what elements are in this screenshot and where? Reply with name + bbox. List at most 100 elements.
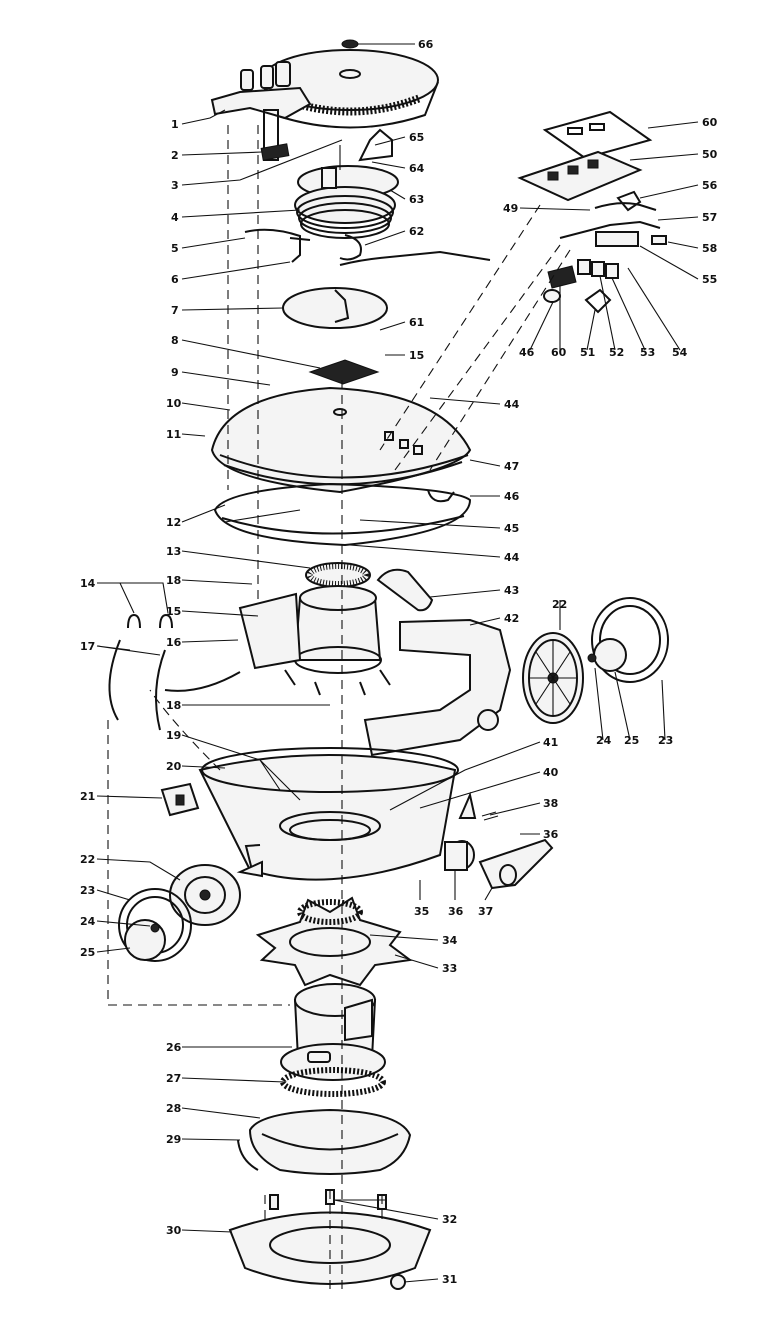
callout-25: 25 bbox=[80, 946, 95, 959]
callout-58: 58 bbox=[702, 242, 717, 255]
callout-11: 11 bbox=[166, 428, 181, 441]
callout-23: 23 bbox=[80, 884, 95, 897]
callout-15b: 15 bbox=[409, 349, 424, 362]
callout-8: 8 bbox=[171, 334, 179, 347]
callout-21: 21 bbox=[80, 790, 95, 803]
callout-3: 3 bbox=[171, 179, 179, 192]
callout-55: 55 bbox=[702, 273, 717, 286]
callout-2: 2 bbox=[171, 149, 179, 162]
callout-24: 24 bbox=[80, 915, 96, 928]
wiring-harness bbox=[559, 190, 667, 247]
callout-1: 1 bbox=[171, 118, 179, 131]
cover-dome bbox=[210, 386, 472, 494]
leader-lines bbox=[96, 43, 699, 1283]
switch-box bbox=[160, 782, 200, 817]
hubcap-right bbox=[587, 597, 669, 683]
latch-handle bbox=[376, 568, 434, 612]
callout-47: 47 bbox=[504, 460, 519, 473]
callout-12: 12 bbox=[166, 516, 181, 529]
callout-54: 54 bbox=[672, 346, 688, 359]
callout-6: 6 bbox=[171, 273, 179, 286]
callout-29: 29 bbox=[166, 1133, 181, 1146]
callout-labels: 66 1 2 3 4 5 6 7 8 9 10 11 12 13 18 15 1… bbox=[80, 38, 718, 1286]
callout-43: 43 bbox=[504, 584, 519, 597]
callout-46: 46 bbox=[519, 346, 535, 359]
callout-61: 61 bbox=[409, 316, 424, 329]
callout-9: 9 bbox=[171, 366, 179, 379]
callout-26: 26 bbox=[166, 1041, 182, 1054]
callout-65: 65 bbox=[409, 131, 424, 144]
cord-reel bbox=[294, 128, 399, 239]
callout-44b: 44 bbox=[504, 551, 520, 564]
callout-40: 40 bbox=[543, 766, 559, 779]
callout-22b: 22 bbox=[552, 598, 567, 611]
callout-62: 62 bbox=[409, 225, 424, 238]
callout-23b: 23 bbox=[658, 734, 673, 747]
switch-group bbox=[543, 259, 619, 314]
callout-5: 5 bbox=[171, 242, 179, 255]
tank-bowl bbox=[198, 747, 459, 881]
callout-36b: 36 bbox=[543, 828, 559, 841]
callout-36: 36 bbox=[448, 905, 464, 918]
callout-10: 10 bbox=[166, 397, 182, 410]
handle-bracket bbox=[210, 61, 312, 161]
callout-41: 41 bbox=[543, 736, 558, 749]
callout-34: 34 bbox=[442, 934, 458, 947]
motor bbox=[280, 983, 386, 1097]
callout-17: 17 bbox=[80, 640, 95, 653]
bumper-strip bbox=[363, 618, 512, 757]
callout-22: 22 bbox=[80, 853, 95, 866]
callout-19: 19 bbox=[166, 729, 181, 742]
callout-49: 49 bbox=[503, 202, 518, 215]
callout-30: 30 bbox=[166, 1224, 182, 1237]
wheel-right bbox=[522, 632, 584, 724]
callout-24b: 24 bbox=[596, 734, 612, 747]
callout-52: 52 bbox=[609, 346, 624, 359]
gasket bbox=[308, 359, 380, 385]
callout-64: 64 bbox=[409, 162, 425, 175]
callout-66: 66 bbox=[418, 38, 434, 51]
cord-lead bbox=[244, 228, 491, 266]
callout-37: 37 bbox=[478, 905, 493, 918]
callout-63: 63 bbox=[409, 193, 424, 206]
callout-60: 60 bbox=[702, 116, 718, 129]
callout-45: 45 bbox=[504, 522, 519, 535]
callout-42: 42 bbox=[504, 612, 519, 625]
motor-gasket bbox=[237, 1108, 412, 1175]
callout-14: 14 bbox=[80, 577, 96, 590]
filter-cage bbox=[238, 585, 391, 696]
callout-53: 53 bbox=[640, 346, 655, 359]
callout-28: 28 bbox=[166, 1102, 181, 1115]
callout-35: 35 bbox=[414, 905, 429, 918]
callout-15: 15 bbox=[166, 605, 181, 618]
callout-7: 7 bbox=[171, 304, 179, 317]
parts-drawing bbox=[107, 39, 669, 1290]
callout-27: 27 bbox=[166, 1072, 181, 1085]
callout-18b: 18 bbox=[166, 574, 181, 587]
callout-18: 18 bbox=[166, 699, 181, 712]
callout-51: 51 bbox=[580, 346, 595, 359]
callout-4: 4 bbox=[171, 211, 179, 224]
callout-56: 56 bbox=[702, 179, 718, 192]
callout-16: 16 bbox=[166, 636, 182, 649]
callout-32: 32 bbox=[442, 1213, 457, 1226]
callout-25b: 25 bbox=[624, 734, 639, 747]
callout-20: 20 bbox=[166, 760, 182, 773]
mounting-plate bbox=[282, 287, 388, 329]
filter-disc bbox=[305, 562, 371, 588]
callout-44: 44 bbox=[504, 398, 520, 411]
seal-ring bbox=[213, 482, 472, 547]
callout-33: 33 bbox=[442, 962, 457, 975]
hubcap-left bbox=[118, 888, 192, 962]
switch-plate bbox=[260, 143, 290, 161]
hose-inlet bbox=[444, 791, 554, 890]
control-panel bbox=[517, 110, 653, 202]
diffuser bbox=[255, 896, 413, 987]
callout-38: 38 bbox=[543, 797, 558, 810]
callout-46b: 46 bbox=[504, 490, 520, 503]
callout-31: 31 bbox=[442, 1273, 457, 1286]
callout-57: 57 bbox=[702, 211, 717, 224]
callout-60b: 60 bbox=[551, 346, 567, 359]
callout-13: 13 bbox=[166, 545, 181, 558]
